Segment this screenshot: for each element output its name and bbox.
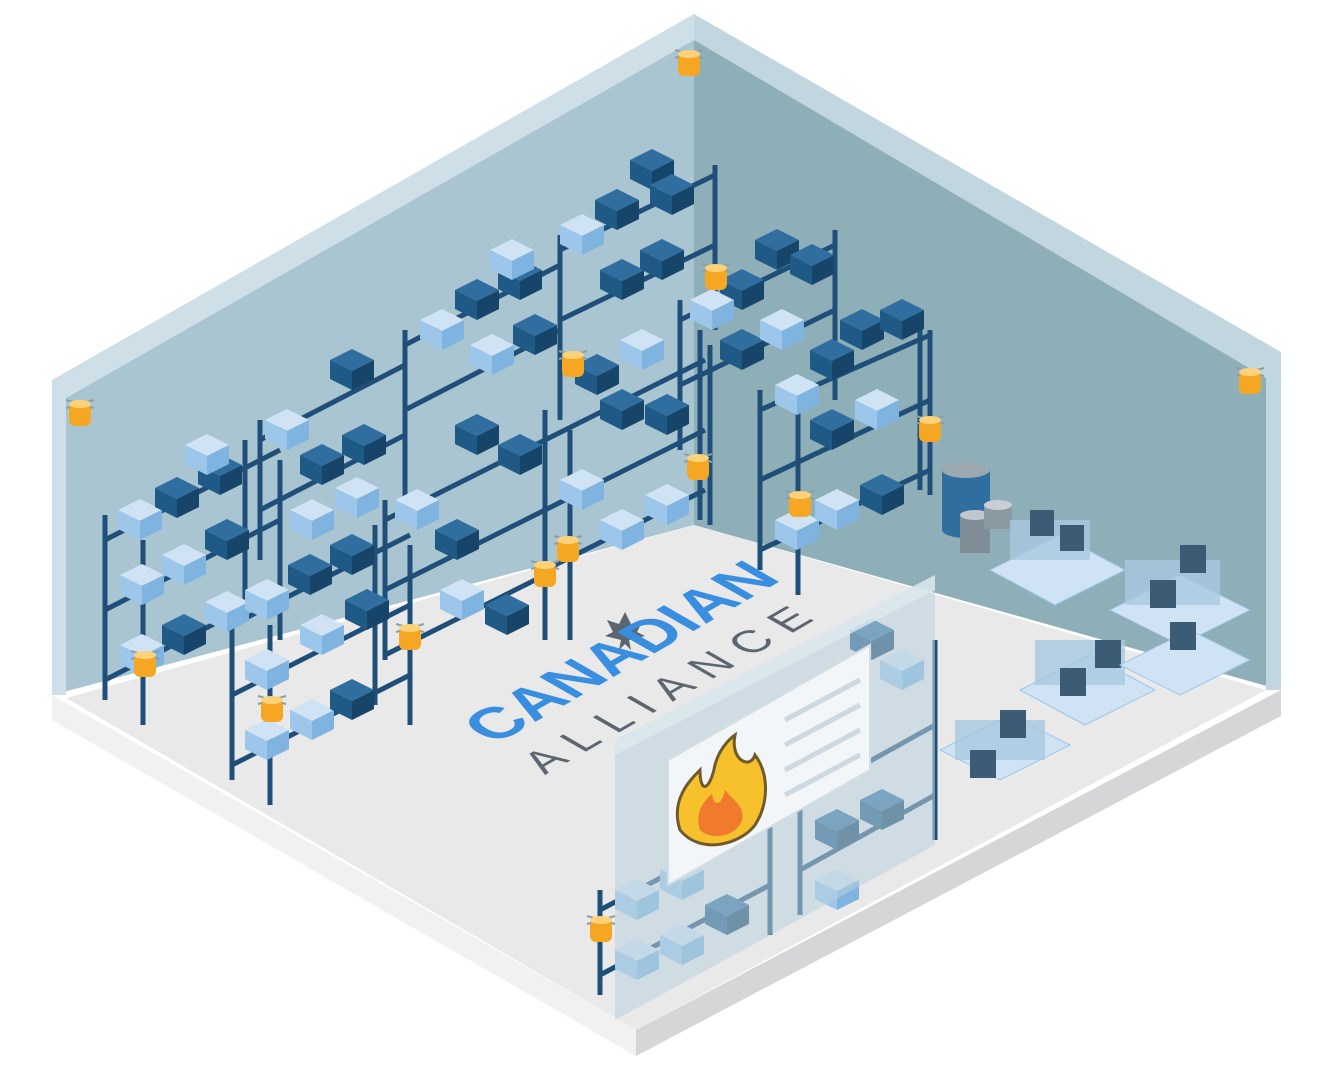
barrels [942, 462, 1012, 553]
pallet-1 [988, 510, 1127, 606]
maple-leaf-icon [605, 612, 645, 650]
base-front-left [52, 695, 636, 1056]
fire-warning-sign [667, 643, 871, 887]
base-front-right [636, 690, 1281, 1056]
fire-icon [675, 731, 767, 847]
pallet-2 [1108, 545, 1252, 646]
pallet-3 [1018, 640, 1157, 726]
sign-text-lines [783, 677, 862, 798]
pallets [938, 510, 1252, 781]
pallet-5 [938, 710, 1072, 781]
pallet-4 [1118, 622, 1252, 696]
